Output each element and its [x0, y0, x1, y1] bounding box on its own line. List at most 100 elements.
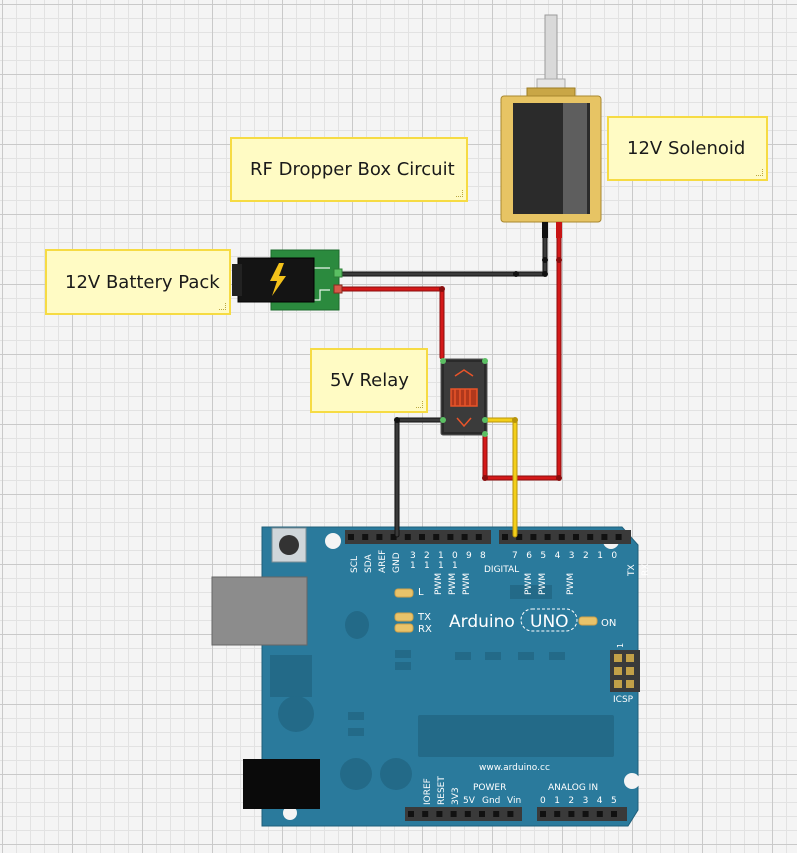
header-pin[interactable] [558, 534, 565, 540]
pin-label: 6 [526, 551, 532, 561]
pwm-label: PWM [434, 573, 444, 595]
pin-label: 1 [597, 551, 603, 561]
analog-pin-label: 1 [554, 796, 560, 806]
pin-label: 1 [410, 561, 416, 571]
wire-red-relay-solenoid[interactable] [482, 229, 562, 481]
header-pin[interactable] [475, 534, 482, 540]
relay[interactable] [440, 358, 488, 437]
header-pin[interactable] [540, 811, 546, 817]
icsp-pin[interactable] [626, 654, 634, 662]
pin-label: 0 [611, 551, 617, 561]
header-pin[interactable] [573, 534, 579, 540]
wire-black-battery-solenoid[interactable] [335, 229, 548, 277]
header-pin[interactable] [587, 534, 594, 540]
icsp-pin[interactable] [614, 667, 622, 675]
power-jack [243, 759, 320, 809]
reset-button[interactable] [271, 527, 307, 563]
header-pin[interactable] [419, 534, 425, 540]
header-pin[interactable] [436, 811, 443, 817]
relay-coil-icon [450, 369, 478, 428]
led-on-label: ON [601, 618, 616, 629]
arduino-url: www.arduino.cc [479, 763, 550, 773]
component [510, 585, 552, 599]
header-right [499, 530, 631, 544]
rx-pin-label: RX [641, 564, 651, 576]
header-pin[interactable] [348, 534, 354, 540]
header-pin[interactable] [433, 534, 440, 540]
wire-black-relay-gnd[interactable] [394, 417, 446, 538]
pin-label: SDA [364, 554, 374, 573]
header-pin[interactable] [362, 534, 369, 540]
note-relay-text: 5V Relay [330, 370, 409, 391]
note-resize-grip[interactable] [219, 303, 226, 310]
pwm-label: PWM [462, 573, 472, 595]
header-pin[interactable] [404, 534, 411, 540]
icsp-pin[interactable] [614, 654, 622, 662]
wire-red-battery-relay[interactable] [335, 286, 445, 360]
header-pin[interactable] [544, 534, 551, 540]
pin-label: 1 [452, 561, 458, 571]
pin-label: 2 [583, 551, 589, 561]
solenoid[interactable] [500, 14, 602, 238]
header-pin[interactable] [582, 811, 589, 817]
pin-label: 7 [512, 551, 518, 561]
header-pin[interactable] [615, 534, 622, 540]
mounting-hole [325, 533, 341, 549]
header-pin[interactable] [464, 811, 471, 817]
header-pin[interactable] [601, 534, 608, 540]
arduino-uno-board[interactable]: L TX RX ON Arduino UNO DIGITAL ICSP 1 ww… [211, 526, 651, 827]
header-pin[interactable] [530, 534, 537, 540]
header-pin[interactable] [376, 534, 383, 540]
note-relay[interactable]: 5V Relay [310, 348, 428, 413]
icsp-label: ICSP [613, 695, 634, 705]
analog-pin-label: 2 [568, 796, 574, 806]
icsp-pin[interactable] [614, 680, 622, 688]
note-rf-dropper-text: RF Dropper Box Circuit [250, 159, 455, 180]
led-tx [394, 612, 414, 622]
icsp-pin1-label: 1 [616, 643, 625, 648]
header-pin[interactable] [447, 534, 454, 540]
header-pin[interactable] [390, 534, 397, 540]
arduino-model: UNO [530, 612, 569, 632]
icsp-pin[interactable] [626, 667, 634, 675]
wire-black-relay-gnd-core [395, 418, 445, 537]
note-solenoid[interactable]: 12V Solenoid [607, 116, 768, 181]
pin-label: 3 [569, 551, 575, 561]
header-pin[interactable] [422, 811, 429, 817]
note-resize-grip[interactable] [416, 401, 423, 408]
header-pin[interactable] [493, 811, 500, 817]
pin-label: 1 [438, 561, 444, 571]
microcontroller-chip [418, 715, 614, 757]
mounting-hole [283, 806, 297, 820]
analog-label: ANALOG IN [548, 783, 598, 793]
header-pin[interactable] [461, 534, 468, 540]
note-battery[interactable]: 12V Battery Pack [45, 249, 231, 315]
header-pin[interactable] [516, 534, 523, 540]
led-rx-label: RX [418, 624, 432, 635]
header-pin[interactable] [611, 811, 617, 817]
pin-label: 4 [555, 551, 561, 561]
led-on [578, 616, 598, 626]
battery-pack[interactable] [232, 249, 343, 311]
note-resize-grip[interactable] [456, 190, 463, 197]
header-pin[interactable] [450, 811, 457, 817]
header-pin[interactable] [568, 811, 575, 817]
header-pin[interactable] [596, 811, 603, 817]
power-pin-label: Vin [507, 796, 521, 806]
pin-label: 0 [452, 551, 458, 561]
header-pin[interactable] [507, 811, 514, 817]
pwm-label: PWM [524, 573, 534, 595]
header-pin[interactable] [502, 534, 508, 540]
icsp-pin[interactable] [626, 680, 634, 688]
note-resize-grip[interactable] [756, 169, 763, 176]
digital-label: DIGITAL [484, 565, 519, 575]
pin-label: 9 [466, 551, 472, 561]
pin-label: SCL [350, 556, 360, 573]
tx-pin-label: TX [627, 564, 637, 577]
power-pin-label: IOREF [423, 778, 433, 805]
header-pin[interactable] [408, 811, 414, 817]
header-pin[interactable] [479, 811, 485, 817]
header-pin[interactable] [554, 811, 561, 817]
note-rf-dropper[interactable]: RF Dropper Box Circuit [230, 137, 468, 202]
